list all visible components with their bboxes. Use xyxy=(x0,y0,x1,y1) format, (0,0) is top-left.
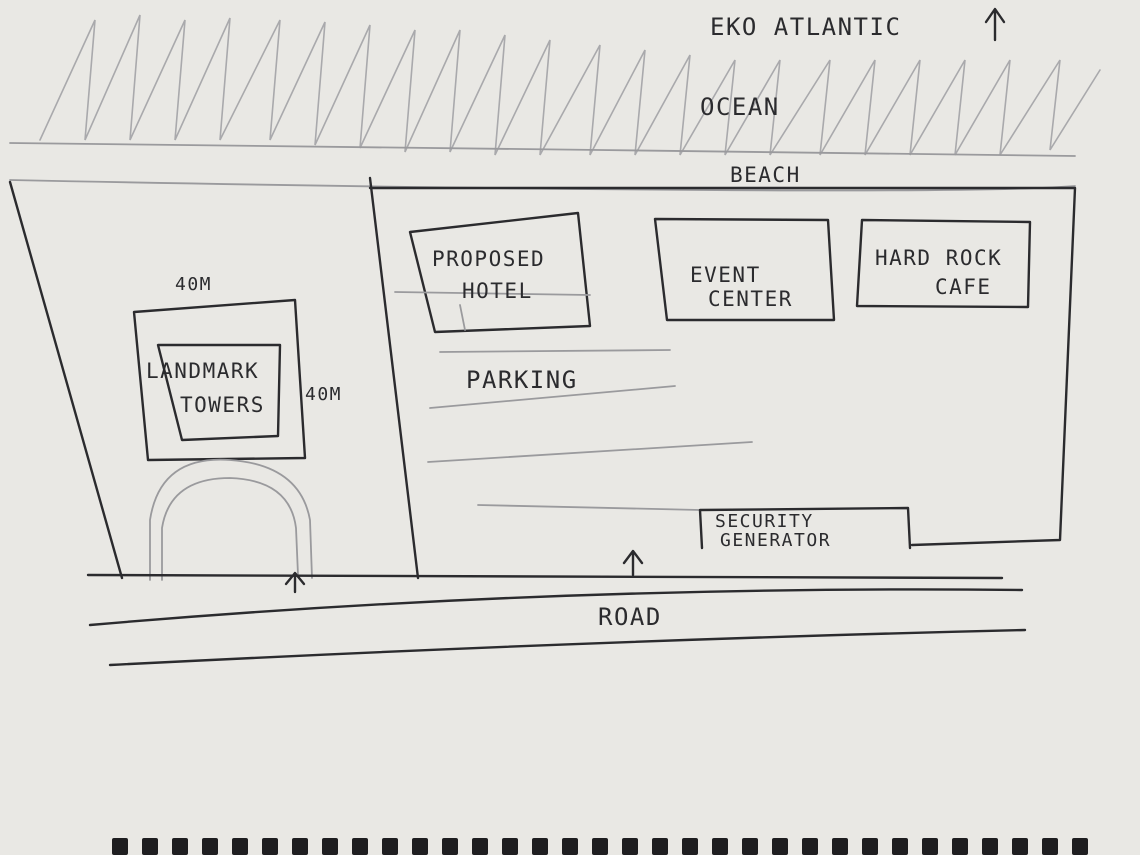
landmark-outer-box xyxy=(132,298,307,462)
proposed-hotel-label-2: HOTEL xyxy=(462,279,533,303)
landmark-inner-box xyxy=(156,343,282,442)
landmark-parcel-outline xyxy=(8,176,420,580)
road-top-edge xyxy=(86,573,1004,580)
event-center-label-2: CENTER xyxy=(708,287,793,311)
road-label: ROAD xyxy=(598,603,662,631)
ocean-shoreline xyxy=(9,142,1076,157)
hard-rock-cafe-label-2: CAFE xyxy=(935,275,992,299)
proposed-hotel-label-1: PROPOSED xyxy=(432,247,545,271)
landmark-towers-label-1: LANDMARK xyxy=(146,359,259,383)
security-generator-box xyxy=(698,506,912,550)
notebook-binding xyxy=(112,838,1088,855)
hard-rock-cafe-box xyxy=(855,218,1032,309)
road-bottom-edge xyxy=(108,628,1027,667)
security-generator-label-2: GENERATOR xyxy=(720,530,831,551)
dim-top-label: 40M xyxy=(175,274,212,295)
landmark-towers-label-2: TOWERS xyxy=(180,393,265,417)
event-center-box xyxy=(653,217,836,322)
main-parcel-outline xyxy=(368,186,1077,547)
parking-label: PARKING xyxy=(466,366,578,394)
ocean-label: OCEAN xyxy=(700,93,780,121)
parking-lines xyxy=(427,349,753,511)
road-center-line xyxy=(88,588,1024,627)
dim-side-label: 40M xyxy=(305,384,342,405)
entrance-arrow-icon xyxy=(284,571,306,594)
proposed-hotel-box xyxy=(408,211,592,334)
landmark-driveway xyxy=(149,458,313,581)
hotel-overlap-lines xyxy=(394,291,591,331)
north-arrow-icon xyxy=(984,7,1006,42)
beach-line xyxy=(9,179,1076,192)
entrance-arrow-icon xyxy=(622,549,644,577)
security-generator-label-1: SECURITY xyxy=(715,511,814,532)
event-center-label-1: EVENT xyxy=(690,263,761,287)
hard-rock-cafe-label-1: HARD ROCK xyxy=(875,246,1002,270)
ocean-hatching xyxy=(39,14,1101,156)
beach-label: BEACH xyxy=(730,163,801,187)
north-label: EKO ATLANTIC xyxy=(710,13,901,41)
